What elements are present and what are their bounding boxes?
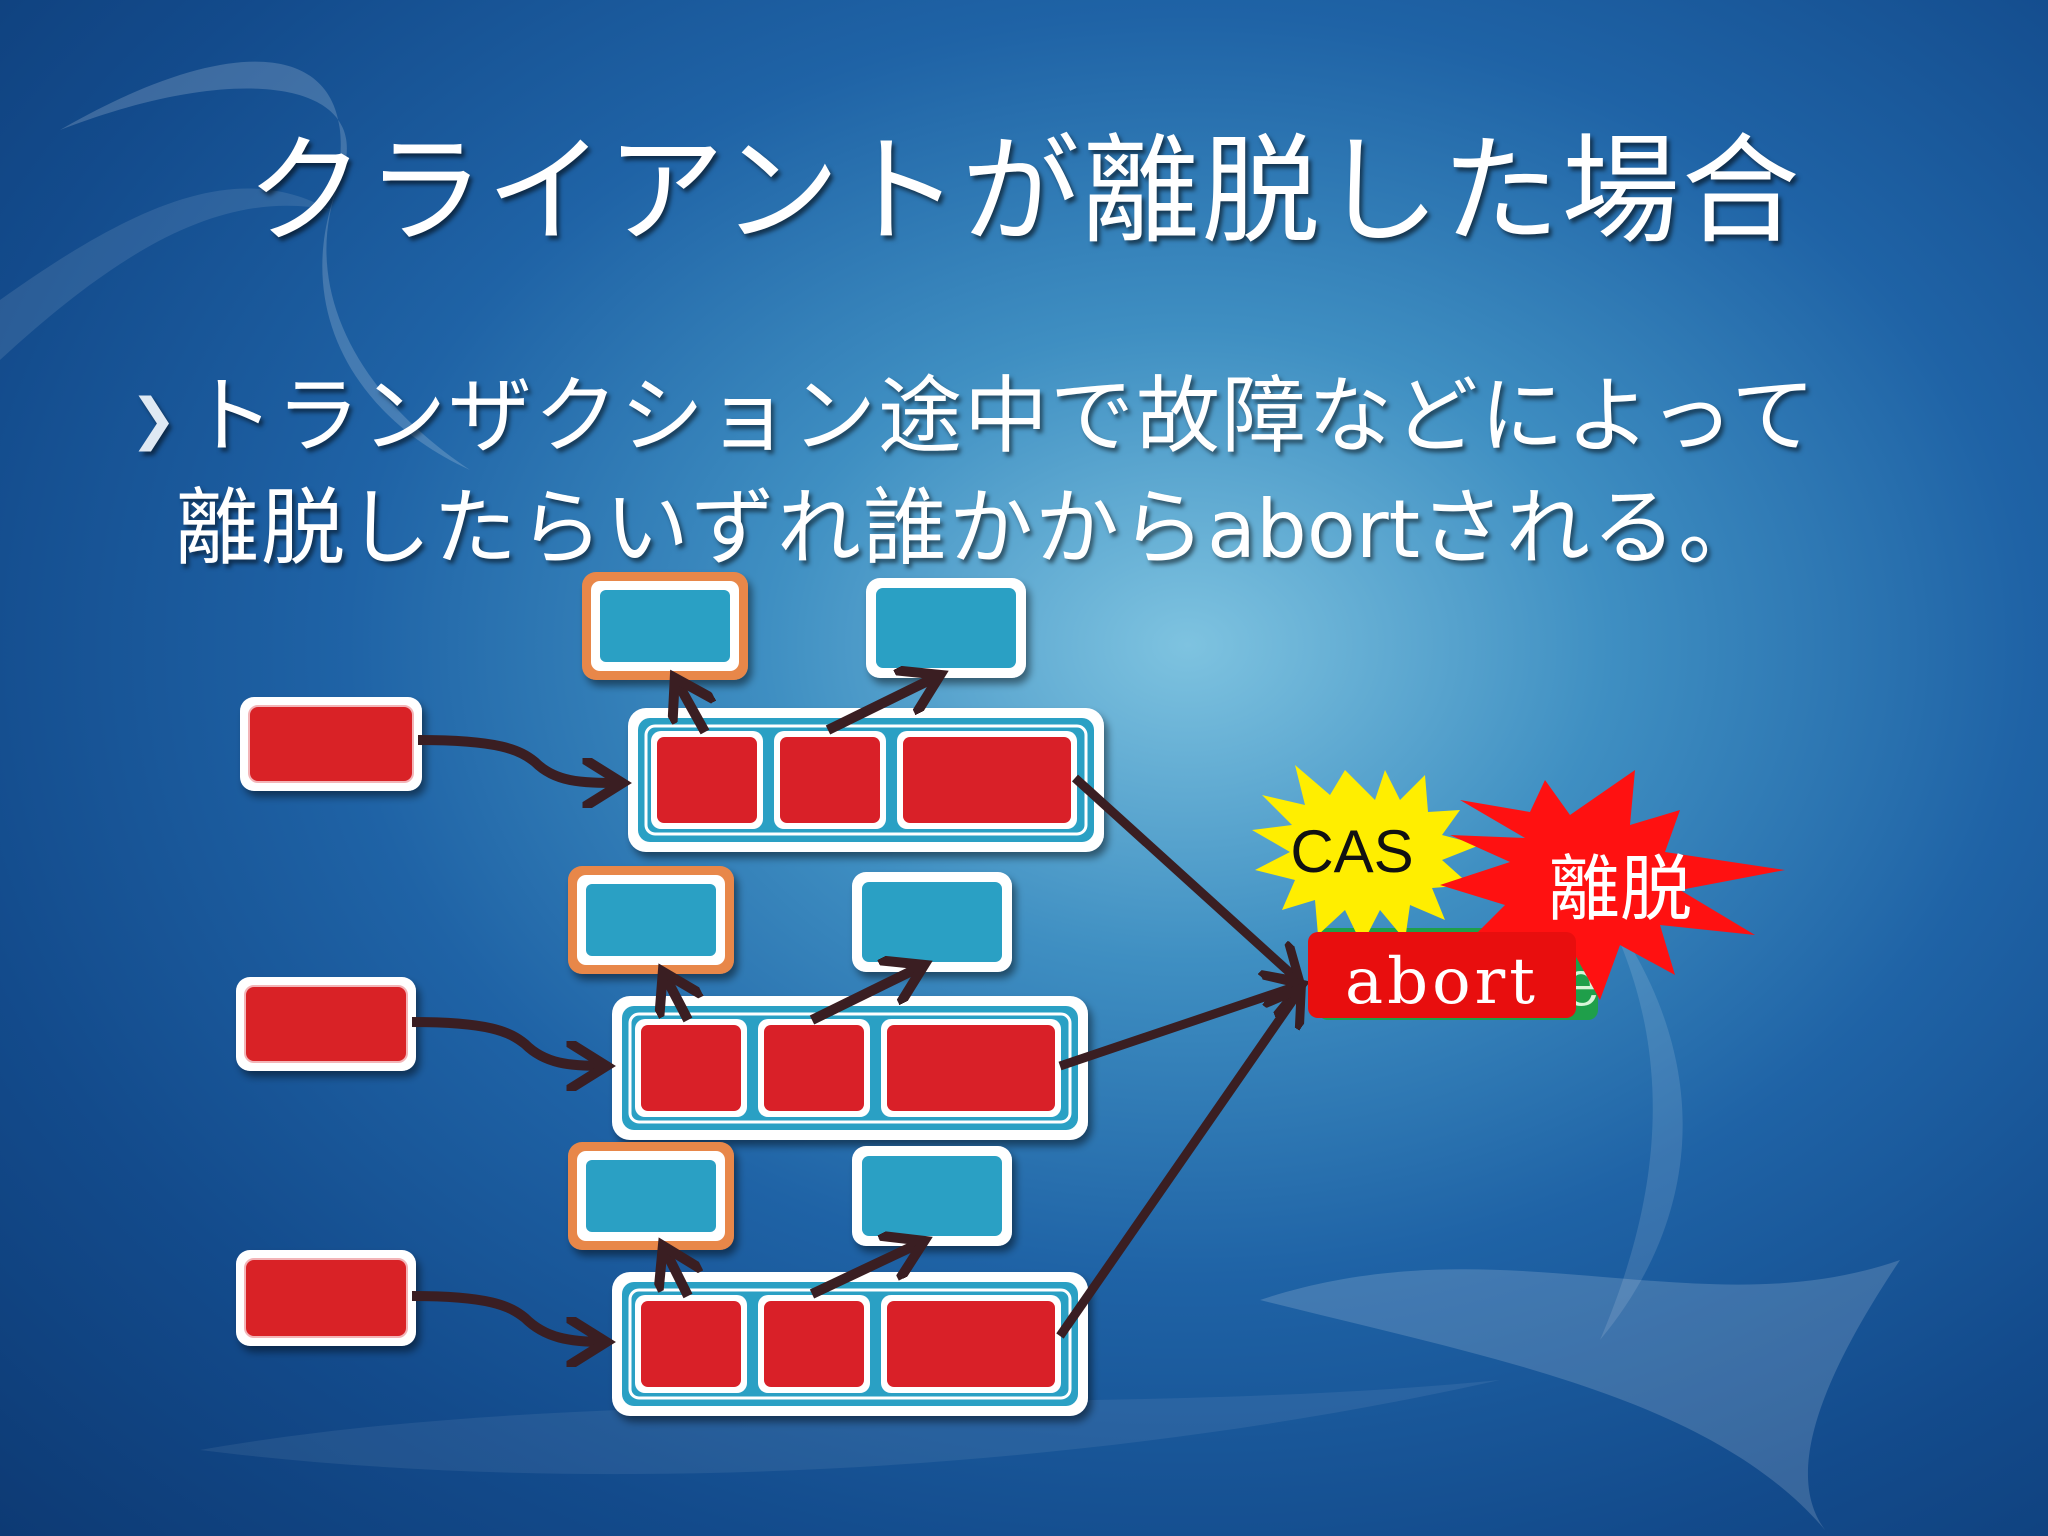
red-cell-2a <box>635 1019 747 1117</box>
up-arrow-3b <box>809 1242 922 1299</box>
transaction-row-3 <box>236 1142 1088 1416</box>
up-arrow-3a <box>664 1248 688 1299</box>
blue-box-2b <box>852 872 1012 972</box>
blue-box-1a <box>582 572 748 680</box>
red-cell-3a <box>635 1295 747 1393</box>
red-cell-3b <box>758 1295 870 1393</box>
bullet-text-prefix: 離脱したらいずれ誰かから <box>175 479 1208 577</box>
blue-box-2a <box>568 866 734 974</box>
transaction-row-1 <box>240 572 1104 852</box>
converge-arrow-3 <box>1056 990 1300 1339</box>
bullet-arrow-icon: ❯ <box>130 387 177 452</box>
bullet-text-line2: 離脱したらいずれ誰かからabortされる。 <box>175 472 1764 586</box>
client-arrow-2 <box>411 1017 604 1066</box>
up-arrow-1b <box>825 676 938 735</box>
bullet-keyword-abort: abort <box>1207 483 1421 576</box>
cas-burst: CAS <box>1252 765 1480 945</box>
slide-title: クライアントが離脱した場合 <box>246 122 1802 260</box>
bullet-text-suffix: される。 <box>1420 479 1765 577</box>
blue-box-1b <box>866 578 1026 678</box>
converge-arrow-1 <box>1071 774 1298 980</box>
client-arrow-3 <box>411 1291 604 1342</box>
abort-box: abort <box>1308 932 1576 1019</box>
red-cell-3c <box>881 1295 1061 1393</box>
red-cell-1b <box>774 731 886 829</box>
converge-arrow-2 <box>1058 985 1300 1071</box>
client-box-3 <box>236 1250 416 1346</box>
client-box-1 <box>240 697 422 791</box>
up-arrow-1a <box>676 680 705 735</box>
up-arrow-2a <box>664 974 688 1023</box>
client-arrow-1 <box>417 735 620 783</box>
ridatsu-burst: 離脱 <box>1440 770 1785 1000</box>
abort-label: abort <box>1345 945 1539 1019</box>
red-cell-1a <box>651 731 763 829</box>
blue-box-3b <box>852 1146 1012 1246</box>
transaction-row-2 <box>236 866 1088 1140</box>
client-box-2 <box>236 977 416 1071</box>
ridatsu-label: 離脱 <box>1548 847 1692 931</box>
blue-box-3a <box>568 1142 734 1250</box>
red-cell-1c <box>897 731 1077 829</box>
red-cell-2b <box>758 1019 870 1117</box>
bullet-text-line1: トランザクション途中で故障などによって <box>190 367 1818 465</box>
cas-label: CAS <box>1290 818 1413 885</box>
red-cell-2c <box>881 1019 1061 1117</box>
up-arrow-2b <box>809 966 922 1025</box>
